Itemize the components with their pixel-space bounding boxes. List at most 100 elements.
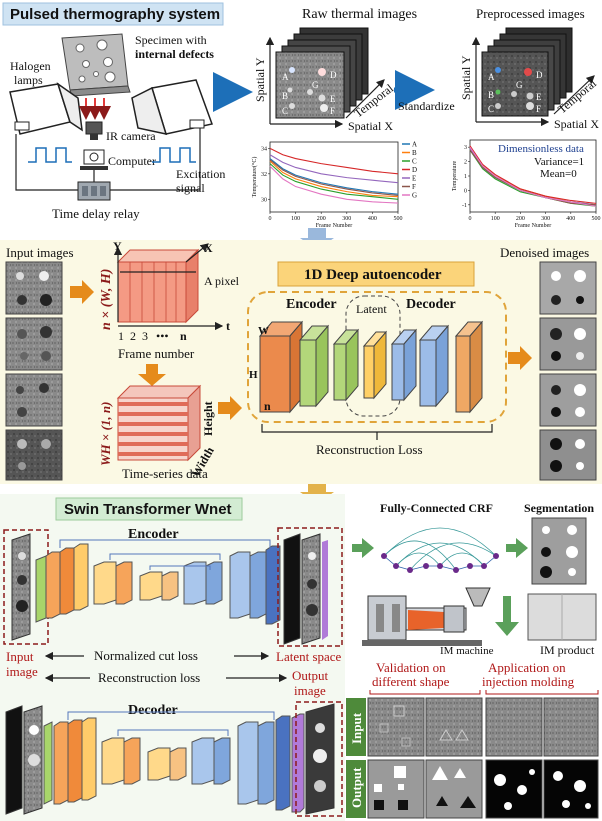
row-input-bg [346,698,366,756]
frame-num-1: 1 [118,329,124,343]
ncut-label-bg [84,648,234,664]
cube-x-label: X [204,241,213,255]
series-line-e [269,154,399,184]
panel-wnet: Swin Transformer Wnet Encoder [0,494,602,821]
application-label-2: injection molding [482,674,575,689]
x-tick-label: 400 [566,216,575,222]
ae-n-label: n [264,399,271,413]
ae-title: 1D Deep autoencoder [304,267,442,283]
row-input-label: Input [349,712,364,744]
validation-label-2: different shape [372,674,450,689]
output-image-label-1: Output [292,668,329,683]
pre-spatial-y: Spatial Y [459,55,473,100]
raw-axis-t [345,79,385,119]
pulse-signal-right [152,147,196,163]
raw-spatial-y: Spatial Y [253,57,267,102]
im-machine-label: IM machine [440,645,494,657]
im-product-image [527,593,597,641]
series-line-b [269,160,399,198]
pre-point-g: G [516,80,523,90]
input-image-label-2: image [6,664,38,679]
x-tick-label: 0 [469,216,472,222]
frame-num-n: n [180,329,187,343]
raw-point-d: D [330,70,337,80]
crf-label: Fully-Connected CRF [380,501,493,515]
series-line-d [469,145,597,204]
latent-space-box [277,527,343,647]
x-tick-label: 100 [291,216,300,222]
halogen-lamp-right [131,79,213,136]
variance-label: Variance=1 [534,156,584,168]
heat-arrows [79,98,111,120]
x-axis-label: Frame Number [316,223,353,229]
latent-label: Latent [356,302,387,316]
raw-title: Raw thermal images [302,7,417,22]
pre-point-d: D [536,70,543,80]
latent-space-image [283,533,328,645]
input-image-label-1: Input [6,649,34,664]
x-tick-label: 100 [491,216,500,222]
panel1-title-bg [2,2,224,26]
pre-point-b: B [488,90,494,100]
arrow-to-seg [506,538,528,558]
skip-connection-3 [149,565,211,570]
raw-point-a: A [282,72,289,82]
output-image-label-2: image [294,683,326,698]
ncut-label: Normalized cut loss [94,648,198,663]
computer-icon [80,149,108,170]
denoised-image-column [539,261,597,481]
input-image-column [5,261,63,481]
denoised-label: Denoised images [500,245,589,260]
plot-area [269,141,399,213]
dec-skip-1 [67,711,275,720]
height-label: Height [201,401,215,436]
pre-image-stack [481,27,573,117]
crf-graph [381,527,499,573]
y-tick-label: 34 [261,146,267,152]
wnet-title: Swin Transformer Wnet [64,501,232,518]
validation-bracket [369,690,481,695]
y-tick-label: 30 [261,197,267,203]
x-tick-label: 300 [342,216,351,222]
pre-point-a: A [488,72,495,82]
encoder-label: Encoder [286,297,337,312]
arrow-ae-to-denoised [508,346,532,370]
pre-point-f: F [536,104,541,114]
specimen [61,33,131,97]
wh-1n-label: WH × (1, n) [98,402,113,466]
raw-point-g: G [312,80,319,90]
skip-connection-1 [59,539,271,548]
wnet-decoder-label: Decoder [128,703,178,718]
pre-point-e: E [536,92,542,102]
ae-recon-label: Reconstruction Loss [316,442,423,457]
skip-connection-2 [109,553,221,560]
legend-label-b: B [412,149,417,157]
cube-t-label: t [226,319,230,333]
standardize-label: Standardize [398,99,455,113]
ae-layers [258,320,484,414]
n-wh-label: n × (W, H) [99,269,114,330]
series-line-g [269,165,399,204]
ir-camera-icon [85,121,103,140]
x-tick-label: 500 [394,216,403,222]
x-tick-label: 400 [368,216,377,222]
validation-output-images [367,759,599,819]
arrow-input-to-cube [70,280,94,304]
mean-label: Mean=0 [540,168,577,180]
raw-point-c: C [282,106,288,116]
frame-num-dots: ••• [156,329,169,343]
ir-camera-label: IR camera [106,129,156,143]
halogen-label-2: lamps [14,73,43,87]
y-tick-label: 32 [261,172,267,178]
latent-space-label: Latent space [276,649,342,664]
time-series-label: Time-series data [122,466,208,481]
im-machine-icon [362,587,491,646]
x-axis-label: Frame Number [515,223,552,229]
legend-label-f: F [412,183,416,191]
frame-num-3: 3 [142,329,148,343]
wnet-encoder-blocks [35,543,281,625]
validation-label-1: Validation on [376,660,446,675]
